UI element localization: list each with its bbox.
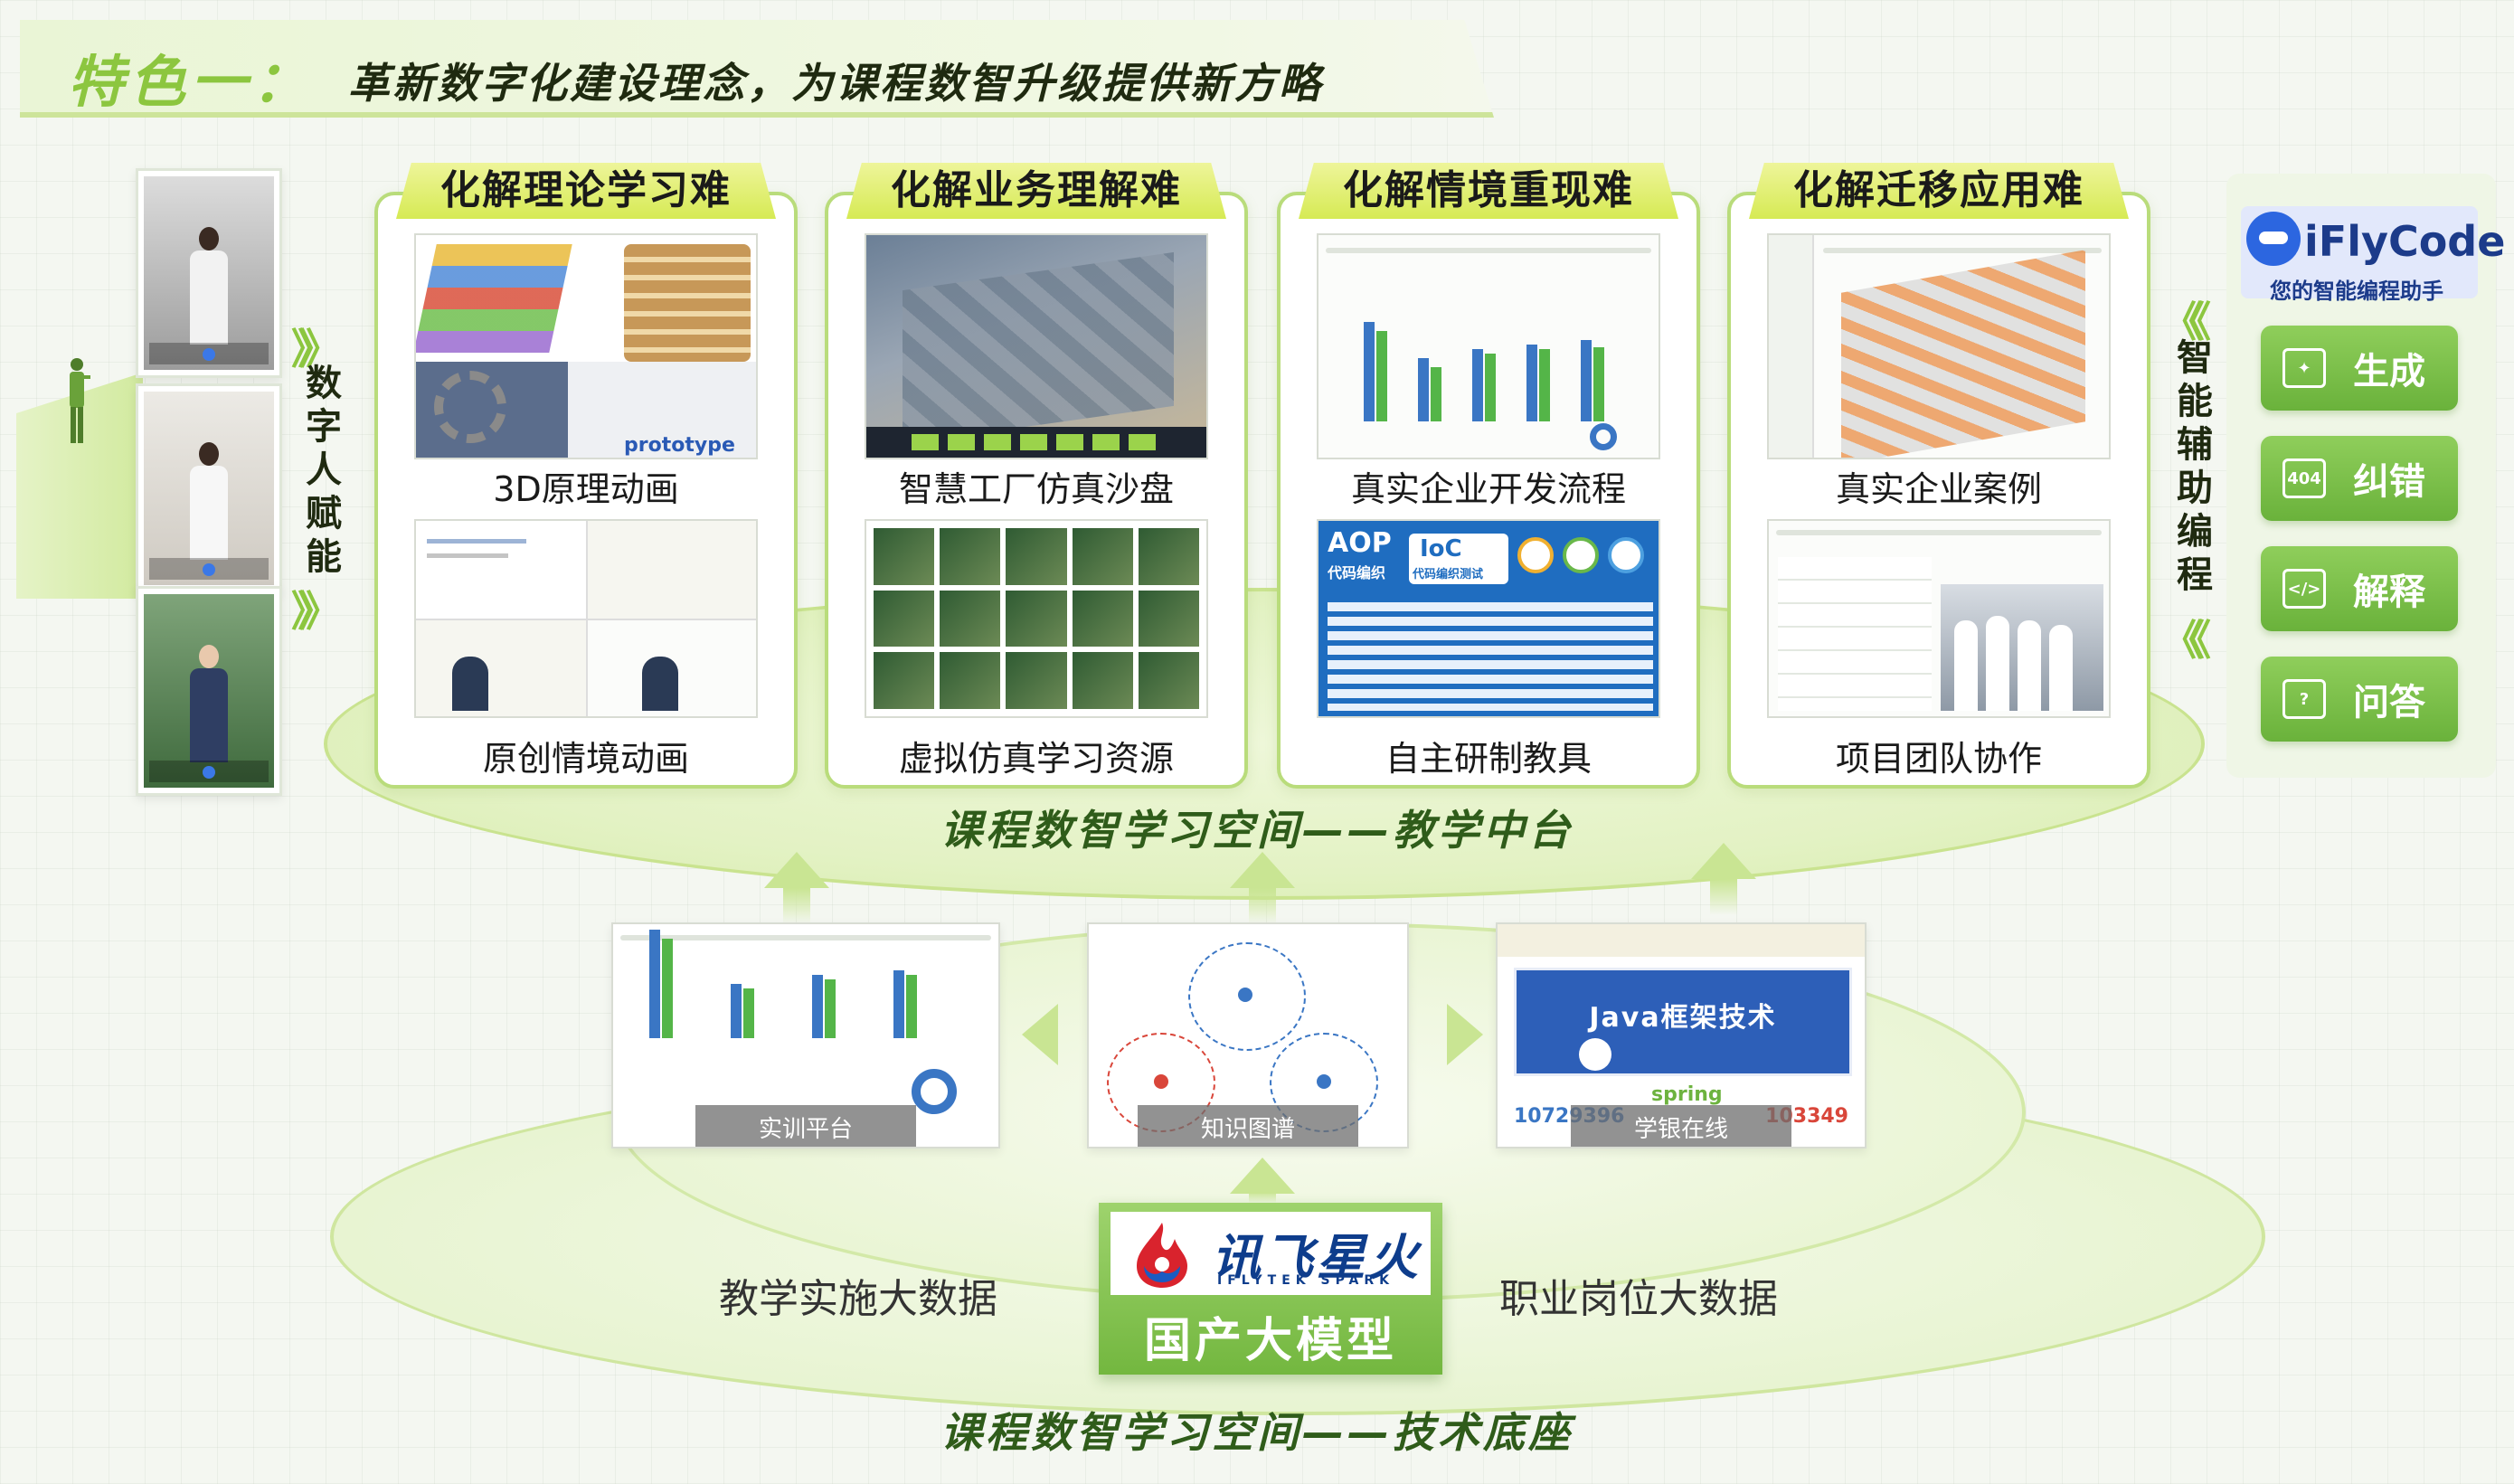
digital-human-avatar-1 (136, 168, 282, 378)
iflytek-spark-name: 讯飞星火 (1212, 1229, 1422, 1286)
card-scenario-header: 化解情境重现难 (1299, 163, 1678, 219)
caption-enterprise-case: 真实企业案例 (1835, 469, 2042, 509)
code-brackets-icon: </> (2282, 569, 2326, 609)
teaching-platform-label: 课程数智学习空间——教学中台 (940, 806, 1574, 855)
thumb-3d-animation[interactable]: prototype (414, 233, 758, 459)
sparkle-icon: ✦ (2282, 348, 2326, 388)
career-bigdata-label: 职业岗位大数据 (1499, 1276, 1778, 1322)
digital-human-label: 数字人赋能 (306, 363, 342, 578)
feature-explain-button[interactable]: </>解释 (2261, 546, 2458, 631)
arrow-up-left-icon (764, 852, 829, 888)
iflytek-spark-en: IFLYTEK SPARK (1217, 1273, 1395, 1288)
thumb-dev-process[interactable] (1317, 233, 1660, 459)
thumb-virtual-resources[interactable] (865, 519, 1208, 718)
arrow-up-right-icon (1691, 843, 1756, 879)
caption-3d-animation: 3D原理动画 (493, 469, 679, 509)
arrow-stem-left (783, 888, 810, 924)
xueyin-online-caption: 学银在线 (1570, 1105, 1791, 1147)
card-theory-header: 化解理论学习难 (396, 163, 776, 219)
arrow-up-spark-icon (1230, 1158, 1295, 1194)
digital-human-avatar-2 (136, 383, 282, 593)
feature-generate-button[interactable]: ✦生成 (2261, 326, 2458, 411)
right-chevron-bottom: 《《 (2161, 616, 2211, 665)
knowledge-graph-thumb[interactable]: 知识图谱 (1087, 922, 1409, 1148)
caption-virtual-resources: 虚拟仿真学习资源 (898, 739, 1174, 779)
feature-qa-button[interactable]: ?问答 (2261, 657, 2458, 742)
arrow-stem-center (1249, 888, 1276, 924)
thumb-smart-factory[interactable] (865, 233, 1208, 459)
arrow-up-center-icon (1230, 852, 1295, 888)
xueyin-online-thumb[interactable]: Java框架技术 spring 10729396 103349 学银在线 (1496, 922, 1867, 1148)
arrow-stem-right (1710, 879, 1737, 915)
card-transfer-header: 化解迁移应用难 (1749, 163, 2129, 219)
digital-human-avatar-3 (136, 586, 282, 796)
training-platform-thumb[interactable]: 实训平台 (611, 922, 1000, 1148)
title-banner (20, 20, 1494, 118)
spring-text: spring (1651, 1083, 1723, 1106)
tech-base-label: 课程数智学习空间——技术底座 (940, 1408, 1574, 1457)
caption-scenario-animation: 原创情境动画 (482, 739, 689, 779)
thumb-teaching-aids[interactable]: AOP 代码编织 IoC 代码编织测试 (1317, 519, 1660, 718)
arrow-stem-spark (1249, 1192, 1276, 1203)
title-lead: 特色一： (68, 49, 315, 115)
iflycode-name: iFlyCode (2304, 217, 2506, 266)
digital-human-icon (70, 358, 90, 443)
ioc-sub-text: 代码编织测试 (1413, 568, 1484, 581)
training-platform-caption: 实训平台 (695, 1105, 916, 1147)
aop-sub-text: 代码编织 (1328, 564, 1386, 581)
caption-team-collab: 项目团队协作 (1835, 739, 2042, 779)
iflycode-robot-icon (2246, 212, 2301, 266)
caption-teaching-aids: 自主研制教具 (1385, 739, 1592, 779)
caption-smart-factory: 智慧工厂仿真沙盘 (898, 469, 1174, 509)
arrow-right-icon (1447, 1004, 1483, 1065)
thumb-team-collab[interactable] (1767, 519, 2111, 718)
smart-coding-label: 智能辅助编程 (2177, 337, 2213, 596)
ioc-text: IoC (1420, 535, 1462, 562)
iflycode-subtitle: 您的智能编程助手 (2270, 279, 2443, 304)
caption-dev-process: 真实企业开发流程 (1350, 469, 1626, 509)
page-title: 革新数字化建设理念，为课程数智升级提供新方略 (348, 59, 1323, 108)
question-icon: ? (2282, 679, 2326, 719)
java-banner-text: Java框架技术 (1589, 1002, 1777, 1034)
teaching-bigdata-label: 教学实施大数据 (719, 1276, 997, 1322)
iflytek-spark-logo-icon (1137, 1223, 1187, 1288)
thumb-scenario-animation[interactable] (414, 519, 758, 718)
aop-text: AOP (1328, 527, 1392, 559)
error-404-icon: 404 (2282, 458, 2326, 498)
knowledge-graph-caption: 知识图谱 (1137, 1105, 1358, 1147)
card-business-header: 化解业务理解难 (846, 163, 1226, 219)
prototype-text: prototype (624, 434, 735, 457)
arrow-left-icon (1022, 1004, 1058, 1065)
domestic-model-label: 国产大模型 (1143, 1313, 1397, 1368)
left-chevron-bottom: 》》 (291, 587, 341, 636)
thumb-enterprise-case[interactable] (1767, 233, 2111, 459)
